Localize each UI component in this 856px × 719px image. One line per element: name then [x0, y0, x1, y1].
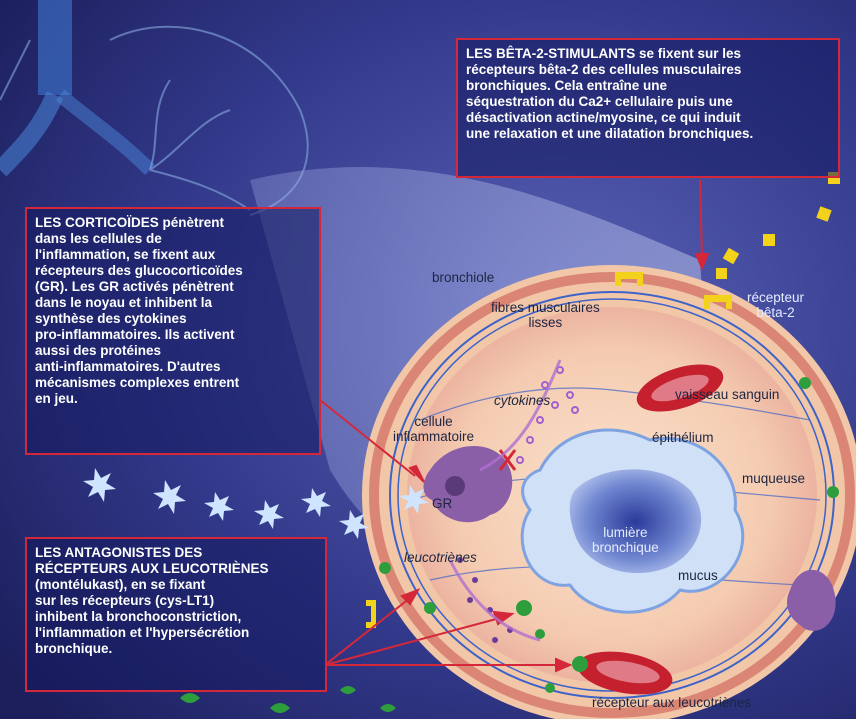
- label-mucosa: muqueuse: [742, 471, 805, 486]
- beta2-agonists-text: LES BÊTA-2-STIMULANTS se fixent sur les …: [466, 46, 830, 142]
- label-beta2-receptor: récepteur bêta-2: [747, 290, 804, 320]
- label-smooth-muscle-fibers: fibres musculaires lisses: [491, 300, 600, 330]
- leukotriene-antagonists-box: LES ANTAGONISTES DES RÉCEPTEURS AUX LEUC…: [25, 537, 327, 692]
- label-bronchial-lumen: lumière bronchique: [592, 525, 659, 555]
- corticoids-text: LES CORTICOÏDES pénètrent dans les cellu…: [35, 215, 311, 407]
- leukotriene-antagonists-text: LES ANTAGONISTES DES RÉCEPTEURS AUX LEUC…: [35, 545, 317, 657]
- label-leukotrienes: leucotriènes: [404, 550, 477, 565]
- label-mucus: mucus: [678, 568, 718, 583]
- label-blood-vessel: vaisseau sanguin: [675, 387, 779, 402]
- label-bronchiole: bronchiole: [432, 270, 494, 285]
- label-epithelium: épithélium: [652, 430, 714, 445]
- corticoids-box: LES CORTICOÏDES pénètrent dans les cellu…: [25, 207, 321, 455]
- beta2-agonists-box: LES BÊTA-2-STIMULANTS se fixent sur les …: [456, 38, 840, 178]
- label-leukotriene-receptor: récepteur aux leucotriènes: [592, 695, 751, 710]
- label-inflammatory-cell: cellule inflammatoire: [393, 414, 474, 444]
- label-gr: GR: [432, 496, 452, 511]
- label-cytokines: cytokines: [494, 393, 550, 408]
